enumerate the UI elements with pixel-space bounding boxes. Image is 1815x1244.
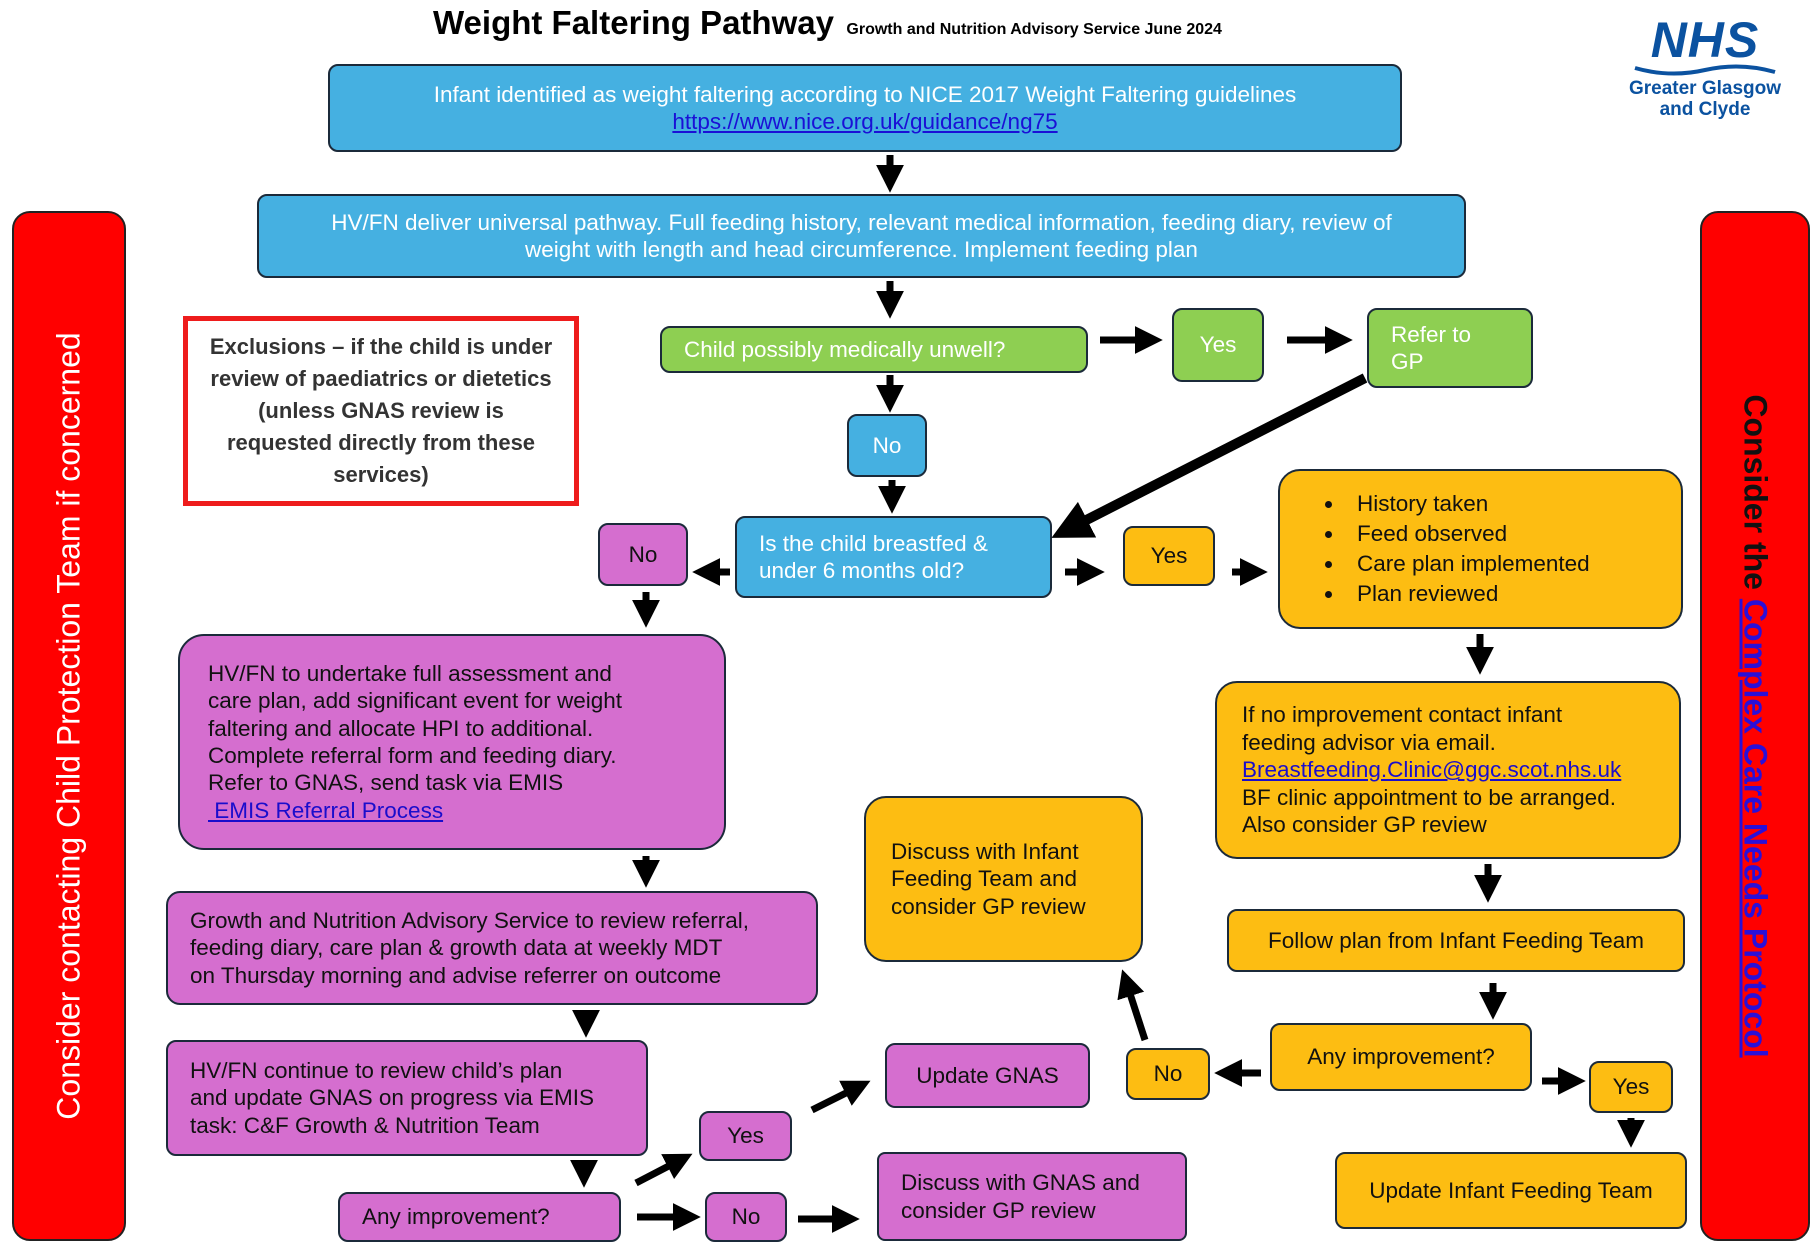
- breastfed-no-text: No: [628, 541, 658, 567]
- gnas-review-box: Growth and Nutrition Advisory Service to…: [166, 891, 818, 1005]
- universal-pathway-box: HV/FN deliver universal pathway. Full fe…: [257, 194, 1466, 278]
- gnas-review-line: feeding diary, care plan & growth data a…: [190, 935, 723, 961]
- checklist-item: Feed observed: [1345, 519, 1590, 549]
- title-main: Weight Faltering Pathway: [433, 4, 834, 41]
- continue-review-box: HV/FN continue to review child’s plan an…: [166, 1040, 648, 1156]
- nice-guidance-link[interactable]: https://www.nice.org.uk/guidance/ng75: [672, 109, 1058, 134]
- assessment-line: HV/FN to undertake full assessment and: [208, 660, 612, 686]
- nhs-wordmark: NHS: [1650, 12, 1760, 68]
- universal-pathway-line1: HV/FN deliver universal pathway. Full fe…: [331, 209, 1392, 235]
- unwell-no-box: No: [847, 414, 927, 477]
- medically-unwell-question: Child possibly medically unwell?: [660, 326, 1088, 373]
- orange-yes-box: Yes: [1589, 1061, 1673, 1113]
- exclusions-text: Exclusions – if the child is under revie…: [209, 334, 553, 487]
- purple-no-box: No: [705, 1192, 787, 1242]
- flow-arrow: [634, 1153, 693, 1187]
- follow-plan-box: Follow plan from Infant Feeding Team: [1227, 909, 1685, 972]
- breastfed-question-line1: Is the child breastfed &: [759, 530, 988, 556]
- infant-identified-box: Infant identified as weight faltering ac…: [328, 64, 1402, 152]
- title-subtitle: Growth and Nutrition Advisory Service Ju…: [846, 21, 1222, 38]
- discuss-ift-line: consider GP review: [891, 893, 1086, 919]
- continue-line: and update GNAS on progress via EMIS: [190, 1085, 594, 1111]
- checklist-item: Plan reviewed: [1345, 579, 1590, 609]
- checklist-list: History taken Feed observed Care plan im…: [1305, 489, 1590, 609]
- purple-yes-text: Yes: [727, 1123, 764, 1149]
- gnas-review-line: Growth and Nutrition Advisory Service to…: [190, 907, 749, 933]
- refer-to-gp-line2: GP: [1391, 349, 1424, 374]
- advisor-line: feeding advisor via email.: [1242, 729, 1496, 755]
- breastfed-no-box: No: [598, 523, 688, 586]
- breastfed-yes-text: Yes: [1150, 543, 1188, 569]
- advisor-line: Also consider GP review: [1242, 812, 1487, 838]
- unwell-yes-text: Yes: [1199, 332, 1237, 358]
- continue-line: task: C&F Growth & Nutrition Team: [190, 1112, 540, 1138]
- flow-arrow: [810, 1080, 871, 1114]
- full-assessment-box: HV/FN to undertake full assessment and c…: [178, 634, 726, 850]
- wave-icon: [1634, 64, 1776, 76]
- purple-no-text: No: [731, 1204, 761, 1230]
- page-title: Weight Faltering Pathway Growth and Nutr…: [433, 4, 1222, 42]
- universal-pathway-line2: weight with length and head circumferenc…: [525, 237, 1198, 262]
- medically-unwell-text: Child possibly medically unwell?: [684, 336, 1006, 362]
- orange-yes-text: Yes: [1612, 1074, 1650, 1100]
- follow-plan-text: Follow plan from Infant Feeding Team: [1267, 927, 1645, 953]
- checklist-item: History taken: [1345, 489, 1590, 519]
- refer-to-gp-box: Refer to GP: [1367, 308, 1533, 388]
- orange-no-text: No: [1153, 1061, 1183, 1087]
- unwell-no-text: No: [872, 432, 902, 458]
- assessment-line: faltering and allocate HPI to additional…: [208, 715, 594, 741]
- update-infant-feeding-team-box: Update Infant Feeding Team: [1335, 1152, 1687, 1229]
- gnas-review-line: on Thursday morning and advise referrer …: [190, 962, 722, 988]
- right-sidebar-complex-care: Consider the Complex Care Needs Protocol: [1700, 211, 1810, 1241]
- flow-arrow: [1051, 373, 1368, 538]
- discuss-gnas-box: Discuss with GNAS and consider GP review: [877, 1152, 1187, 1241]
- assessment-line: Refer to GNAS, send task via EMIS: [208, 770, 564, 796]
- nhs-org-line2: and Clyde: [1659, 99, 1751, 120]
- breastfed-question-line2: under 6 months old?: [759, 558, 965, 583]
- update-gnas-box: Update GNAS: [885, 1043, 1090, 1108]
- infant-identified-text: Infant identified as weight faltering ac…: [433, 81, 1297, 107]
- nhs-logo: NHS Greater Glasgow and Clyde: [1605, 12, 1805, 142]
- purple-any-improvement-box: Any improvement?: [338, 1192, 621, 1242]
- nhs-org-name: Greater Glasgow and Clyde: [1605, 78, 1805, 120]
- purple-yes-box: Yes: [699, 1111, 792, 1161]
- orange-no-box: No: [1126, 1048, 1210, 1100]
- discuss-ift-line: Discuss with Infant: [891, 838, 1079, 864]
- flow-arrow: [1117, 969, 1149, 1042]
- purple-any-improvement-text: Any improvement?: [362, 1204, 550, 1230]
- breastfed-yes-box: Yes: [1123, 526, 1215, 586]
- nhs-org-line1: Greater Glasgow: [1628, 78, 1782, 99]
- exclusions-box: Exclusions – if the child is under revie…: [183, 316, 579, 506]
- advisor-line: BF clinic appointment to be arranged.: [1242, 784, 1616, 810]
- unwell-yes-box: Yes: [1172, 308, 1264, 382]
- emis-referral-process-link[interactable]: EMIS Referral Process: [208, 797, 444, 823]
- checklist-box: History taken Feed observed Care plan im…: [1278, 469, 1683, 629]
- continue-line: HV/FN continue to review child’s plan: [190, 1057, 563, 1083]
- left-sidebar-child-protection: Consider contacting Child Protection Tea…: [12, 211, 126, 1241]
- breastfed-question-box: Is the child breastfed & under 6 months …: [735, 516, 1052, 598]
- advisor-line: If no improvement contact infant: [1242, 702, 1563, 728]
- orange-any-improvement-box: Any improvement?: [1270, 1023, 1532, 1091]
- orange-any-improvement-text: Any improvement?: [1307, 1044, 1495, 1070]
- checklist-item: Care plan implemented: [1345, 549, 1590, 579]
- discuss-ift-line: Feeding Team and: [891, 866, 1077, 892]
- breastfeeding-clinic-email-link[interactable]: Breastfeeding.Clinic@ggc.scot.nhs.uk: [1242, 757, 1622, 783]
- assessment-line: Complete referral form and feeding diary…: [208, 743, 617, 768]
- discuss-gnas-line: Discuss with GNAS and: [901, 1170, 1140, 1196]
- contact-feeding-advisor-box: If no improvement contact infant feeding…: [1215, 681, 1681, 859]
- update-ift-text: Update Infant Feeding Team: [1369, 1177, 1653, 1203]
- discuss-gnas-line: consider GP review: [901, 1197, 1096, 1223]
- refer-to-gp-line1: Refer to: [1391, 321, 1472, 347]
- assessment-line: care plan, add significant event for wei…: [208, 688, 622, 714]
- discuss-infant-feeding-team-box: Discuss with Infant Feeding Team and con…: [864, 796, 1143, 962]
- update-gnas-text: Update GNAS: [916, 1062, 1059, 1088]
